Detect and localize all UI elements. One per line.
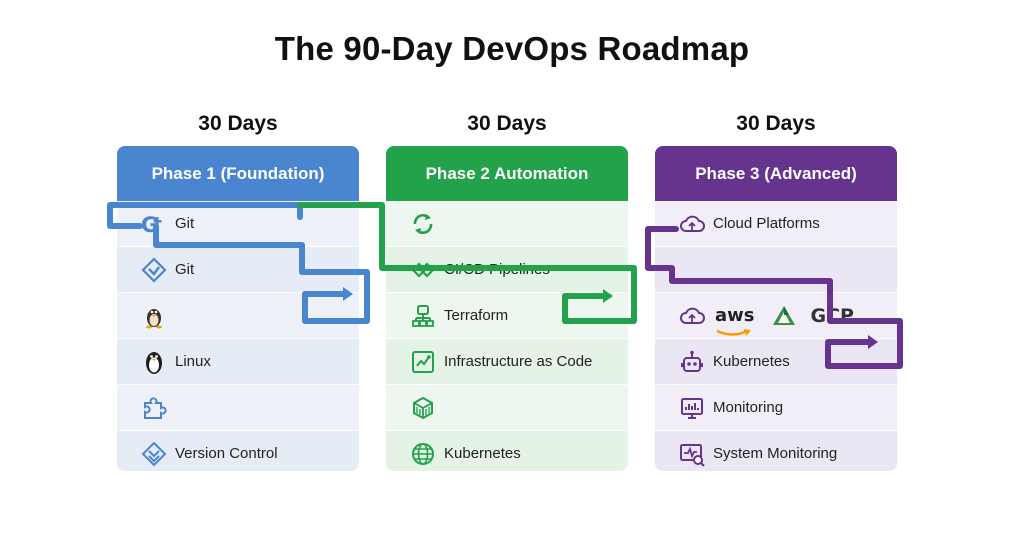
kubernetes-globe-icon: [410, 441, 436, 467]
phase2-item-servers: [386, 385, 628, 431]
terraform-icon: [410, 303, 436, 329]
item-label: Terraform: [444, 307, 509, 324]
monitoring-chart-icon: [679, 395, 705, 421]
gcp-logo: GCP: [810, 304, 854, 327]
phase2-item-cycle: [386, 201, 628, 247]
phase3-item-system-monitoring: System Monitoring: [655, 431, 897, 471]
phase1-item-git-2: Git: [117, 247, 359, 293]
item-label: System Monitoring: [713, 445, 838, 462]
cloud-icon: [679, 303, 705, 329]
phase1-item-version-control: Version Control: [117, 431, 359, 471]
svg-text:G: G: [141, 213, 158, 237]
pipeline-icon: [410, 257, 436, 283]
refresh-cycle-icon: [410, 211, 436, 237]
version-control-icon: [141, 441, 167, 467]
item-label: Linux: [175, 353, 211, 370]
item-label: Monitoring: [713, 399, 784, 416]
git-diamond-icon: [141, 256, 167, 283]
phase2-item-terraform: Terraform: [386, 293, 628, 339]
phase3-item-providers: aws GCP: [655, 293, 897, 339]
item-label: Version Control: [175, 445, 278, 462]
kubernetes-robot-icon: [679, 349, 705, 375]
phase3-duration: 30 Days: [736, 112, 816, 135]
item-label: Git: [175, 215, 195, 232]
phase1-column: Phase 1 (Foundation) G Git Git Linux Ver: [117, 146, 359, 471]
phase1-duration: 30 Days: [198, 112, 278, 135]
aws-smile-icon: [715, 324, 751, 336]
system-monitor-icon: [679, 441, 705, 467]
phase2-item-cicd: CI/CD Pipelines: [386, 247, 628, 293]
phase2-duration: 30 Days: [467, 112, 547, 135]
phase1-header: Phase 1 (Foundation): [117, 146, 359, 201]
cloud-icon: [679, 211, 705, 237]
server-stack-icon: [410, 395, 436, 421]
item-label: CI/CD Pipelines: [444, 261, 550, 278]
phase3-item-monitoring: Monitoring: [655, 385, 897, 431]
iac-icon: [410, 349, 436, 375]
phase1-item-git: G Git: [117, 201, 359, 247]
linux-penguin-icon: [141, 349, 167, 375]
linux-penguin-small-icon: [141, 303, 167, 329]
puzzle-gear-icon: [141, 395, 167, 421]
phase1-item-penguin: [117, 293, 359, 339]
phase3-item-empty: [655, 247, 897, 293]
phase3-item-cloud-platforms: Cloud Platforms: [655, 201, 897, 247]
item-label: Cloud Platforms: [713, 215, 820, 232]
phase3-column: Phase 3 (Advanced) Cloud Platforms aws G…: [655, 146, 897, 471]
roadmap-title: The 90-Day DevOps Roadmap: [274, 30, 750, 67]
item-label: Git: [175, 261, 195, 278]
phase1-item-linux: Linux: [117, 339, 359, 385]
item-label: Infrastructure as Code: [444, 353, 593, 370]
gcp-triangle-icon: [771, 303, 797, 329]
git-g-icon: G: [141, 211, 167, 237]
phase3-header: Phase 3 (Advanced): [655, 146, 897, 201]
phase3-item-kubernetes: Kubernetes: [655, 339, 897, 385]
phase2-item-kubernetes: Kubernetes: [386, 431, 628, 471]
item-label: Kubernetes: [444, 445, 521, 462]
phase2-header: Phase 2 Automation: [386, 146, 628, 201]
phase2-item-iac: Infrastructure as Code: [386, 339, 628, 385]
phase1-item-puzzle: [117, 385, 359, 431]
phase2-column: Phase 2 Automation CI/CD Pipelines Terra…: [386, 146, 628, 471]
item-label: Kubernetes: [713, 353, 790, 370]
